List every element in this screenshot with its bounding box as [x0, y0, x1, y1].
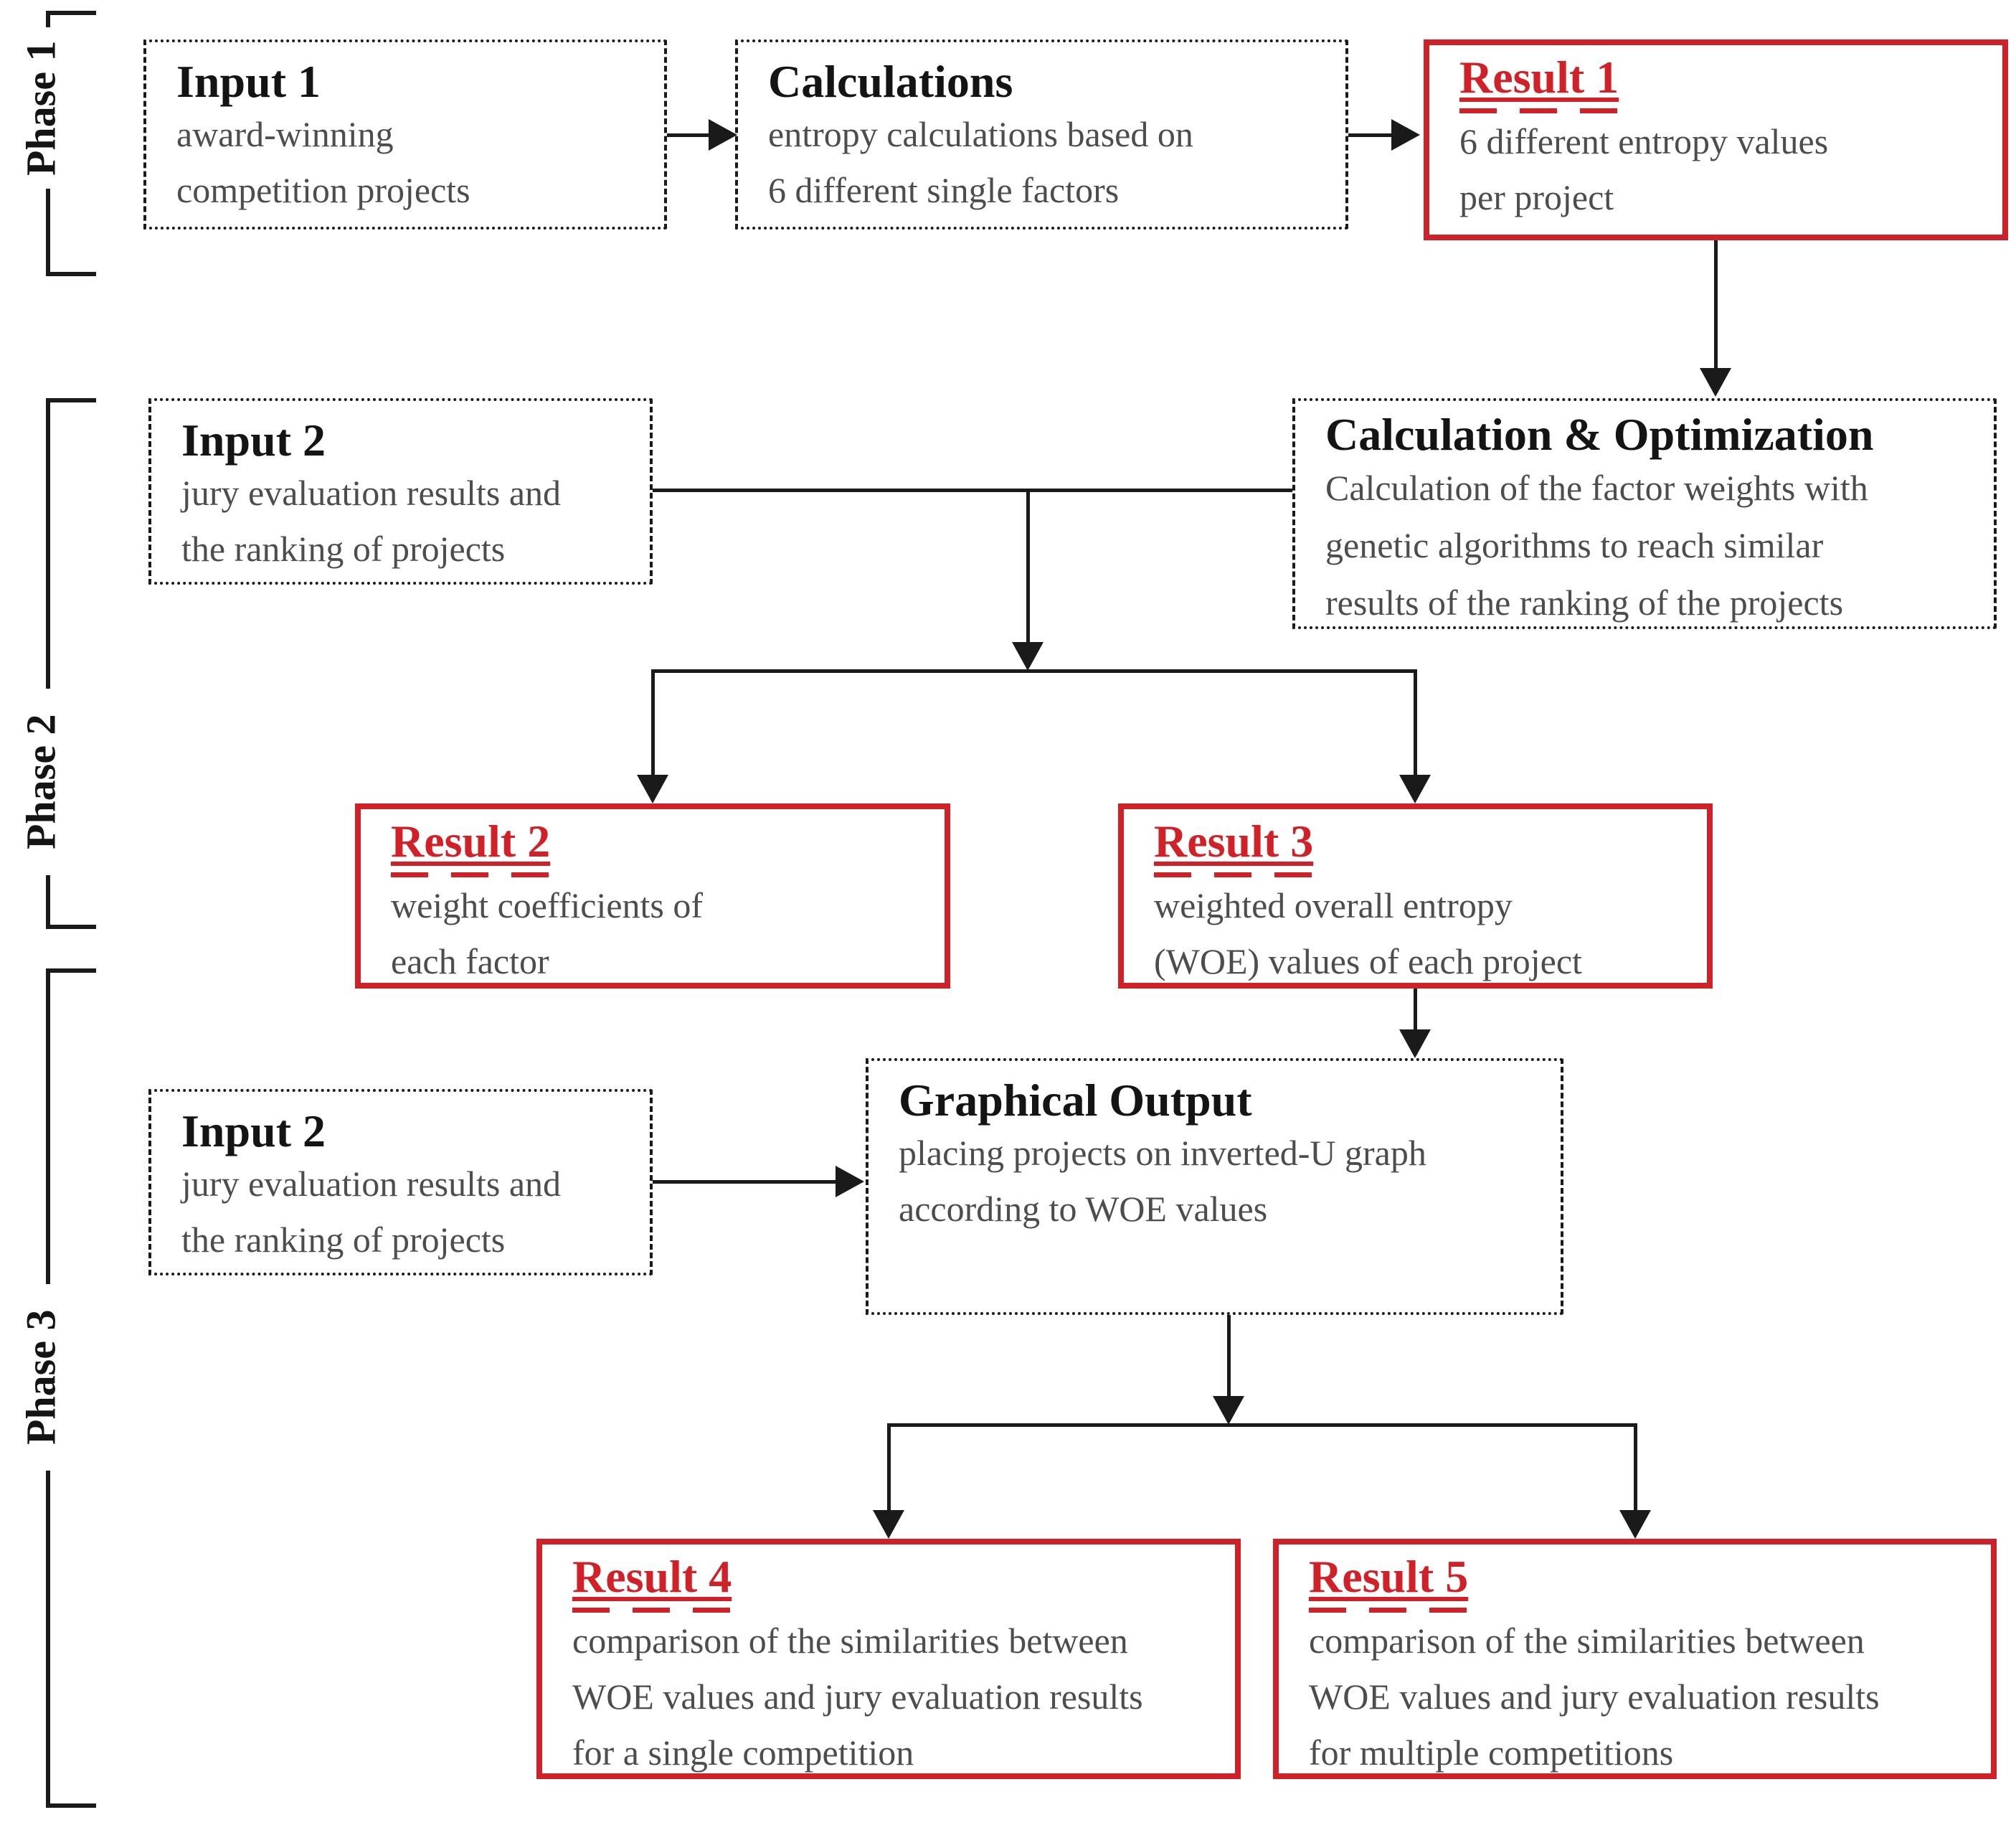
arrow-result1-to-calcopt — [1714, 240, 1718, 369]
input2-phase2-box: Input 2 jury evaluation results and the … — [148, 398, 653, 585]
arrowhead-down-icon — [1619, 1510, 1651, 1539]
result3-line: weighted overall entropy — [1154, 885, 1513, 926]
phase3-bracket-top-tick — [46, 968, 96, 973]
calc-optimization-title: Calculation & Optimization — [1325, 409, 1874, 460]
calculations-title: Calculations — [768, 56, 1013, 107]
arrowhead-down-icon — [873, 1510, 904, 1539]
result2-line: each factor — [391, 941, 549, 982]
result4-box: Result 4 comparison of the similarities … — [536, 1539, 1241, 1779]
arrow-result3-to-graphout — [1414, 989, 1417, 1032]
result4-title: Result 4 — [572, 1552, 1235, 1613]
result3-box: Result 3 weighted overall entropy (WOE) … — [1118, 803, 1713, 989]
input1-line: award-winning — [176, 114, 394, 155]
result4-line: for a single competition — [572, 1732, 914, 1773]
connector-split-line2 — [887, 1423, 1637, 1427]
graphical-output-line: according to WOE values — [899, 1189, 1268, 1230]
input1-box: Input 1 award-winning competition projec… — [143, 39, 667, 230]
input2-phase2-line: jury evaluation results and — [181, 473, 562, 514]
arrow-input2-to-graphout — [653, 1180, 837, 1184]
calc-optimization-line: Calculation of the factor weights with — [1325, 468, 1868, 509]
phase3-bracket-bottom-tick — [46, 1803, 96, 1808]
arrowhead-right-icon — [1391, 119, 1420, 151]
result2-box: Result 2 weight coefficients of each fac… — [355, 803, 950, 989]
result1-box: Result 1 6 different entropy values per … — [1424, 39, 2008, 240]
arrow-to-result4 — [887, 1423, 891, 1512]
phase2-label: Phase 2 — [1, 689, 80, 875]
result1-line: per project — [1459, 177, 1614, 218]
result5-box: Result 5 comparison of the similarities … — [1273, 1539, 1997, 1779]
input2-phase2-line: the ranking of projects — [181, 529, 506, 570]
result5-title-text: Result 5 — [1309, 1552, 1469, 1613]
input1-title: Input 1 — [176, 56, 321, 107]
arrowhead-down-icon — [637, 775, 668, 803]
arrow-to-result5 — [1634, 1423, 1637, 1512]
arrow-to-result3 — [1414, 669, 1417, 776]
result3-title-text: Result 3 — [1154, 816, 1314, 878]
result4-title-text: Result 4 — [572, 1552, 732, 1613]
phase2-bracket-line — [46, 398, 50, 929]
result4-line: WOE values and jury evaluation results — [572, 1677, 1143, 1717]
calculations-box: Calculations entropy calculations based … — [735, 39, 1348, 230]
result4-line: comparison of the similarities between — [572, 1621, 1128, 1661]
phase2-bracket-bottom-tick — [46, 925, 96, 929]
arrowhead-down-icon — [1700, 368, 1731, 397]
result1-line: 6 different entropy values — [1459, 121, 1829, 162]
phase1-bracket-top-tick — [46, 11, 96, 15]
arrowhead-right-icon — [836, 1166, 864, 1197]
result5-line: WOE values and jury evaluation results — [1309, 1677, 1880, 1717]
connector-split-line — [651, 669, 1417, 673]
arrow-input1-to-calculations — [667, 133, 710, 137]
calc-optimization-line: genetic algorithms to reach similar — [1325, 525, 1824, 566]
phase1-bracket-bottom-tick — [46, 272, 96, 276]
arrow-to-result2 — [651, 669, 655, 776]
result2-title: Result 2 — [391, 816, 945, 878]
input2-phase3-title: Input 2 — [181, 1105, 326, 1156]
input2-phase3-box: Input 2 jury evaluation results and the … — [148, 1089, 653, 1275]
input2-phase2-title: Input 2 — [181, 415, 326, 466]
input2-phase3-line: the ranking of projects — [181, 1220, 506, 1260]
result1-title: Result 1 — [1459, 52, 2002, 114]
calculations-line: entropy calculations based on — [768, 114, 1193, 155]
result3-line: (WOE) values of each project — [1154, 941, 1582, 982]
arrowhead-down-icon — [1213, 1396, 1244, 1425]
phase2-bracket-top-tick — [46, 398, 96, 402]
arrowhead-down-icon — [1399, 775, 1431, 803]
result3-title: Result 3 — [1154, 816, 1707, 878]
result5-title: Result 5 — [1309, 1552, 1991, 1613]
arrowhead-down-icon — [1012, 642, 1044, 671]
input1-line: competition projects — [176, 170, 470, 211]
result5-line: comparison of the similarities between — [1309, 1621, 1865, 1661]
graphical-output-box: Graphical Output placing projects on inv… — [866, 1058, 1563, 1315]
calc-optimization-line: results of the ranking of the projects — [1325, 583, 1844, 623]
phase1-label: Phase 1 — [1, 27, 80, 189]
result1-title-text: Result 1 — [1459, 52, 1619, 114]
arrow-calculations-to-result1 — [1348, 133, 1393, 137]
connector-input2-calcopt — [653, 489, 1292, 492]
graphical-output-line: placing projects on inverted-U graph — [899, 1133, 1426, 1174]
calc-optimization-box: Calculation & Optimization Calculation o… — [1292, 398, 1997, 629]
arrowhead-down-icon — [1399, 1029, 1431, 1058]
result2-title-text: Result 2 — [391, 816, 551, 878]
arrowhead-right-icon — [709, 119, 737, 151]
graphical-output-title: Graphical Output — [899, 1075, 1252, 1126]
calculations-line: 6 different single factors — [768, 170, 1120, 211]
connector-graphout-drop — [1227, 1315, 1231, 1397]
result5-line: for multiple competitions — [1309, 1732, 1674, 1773]
connector-drop-line — [1026, 489, 1030, 643]
result2-line: weight coefficients of — [391, 885, 704, 926]
phase3-label: Phase 3 — [1, 1284, 80, 1471]
input2-phase3-line: jury evaluation results and — [181, 1164, 562, 1204]
